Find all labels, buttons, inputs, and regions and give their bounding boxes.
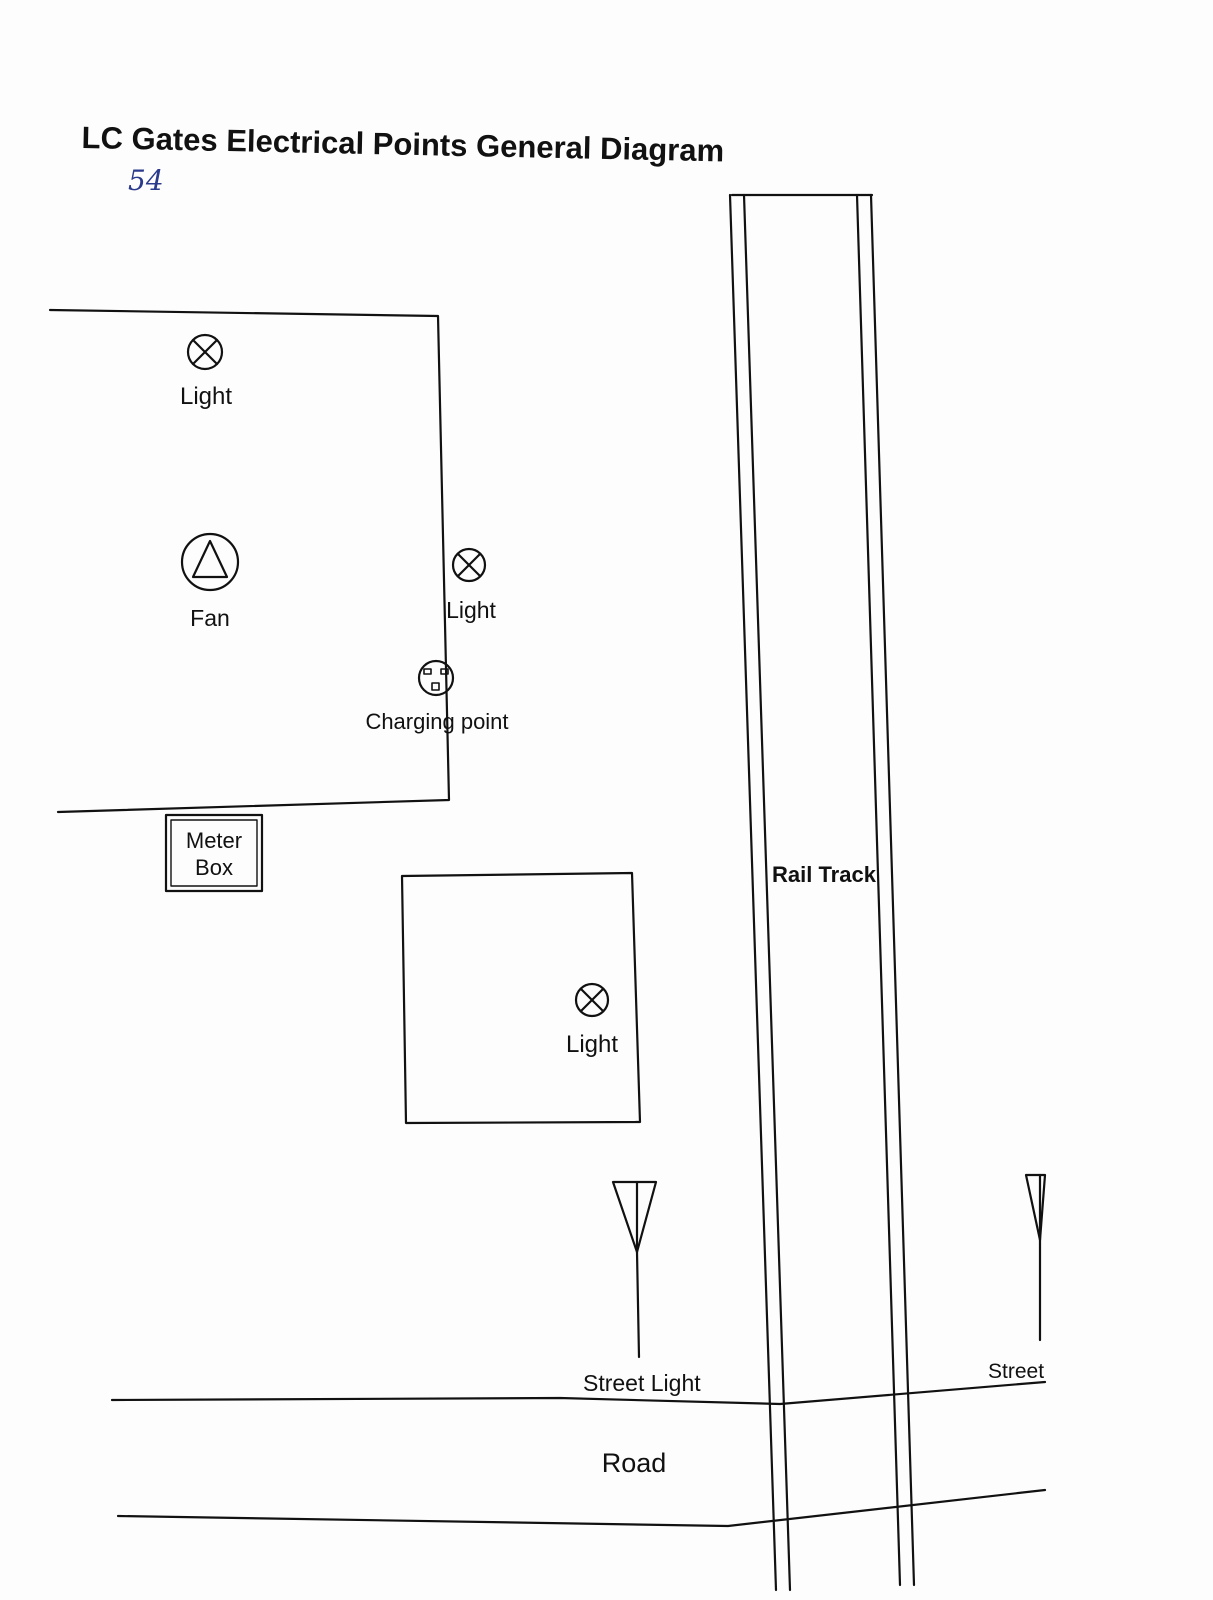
fan-label: Fan — [190, 605, 230, 631]
light-label-wall: Light — [446, 597, 496, 623]
small-room — [400, 871, 642, 1125]
charging-point-label: Charging point — [365, 709, 508, 734]
street-light-label-2: Street — [988, 1360, 1044, 1383]
meter-box-label-line1: Meter — [186, 828, 242, 853]
fan-icon — [180, 532, 240, 592]
light-label-room1: Light — [180, 383, 232, 410]
street-light-label-1: Street Light — [583, 1370, 701, 1396]
light-icon-room1 — [186, 333, 224, 371]
street-light-icon-2 — [1024, 1173, 1047, 1342]
light-label-room2: Light — [566, 1031, 618, 1058]
meter-box — [164, 813, 264, 893]
light-icon-room2 — [574, 982, 610, 1018]
meter-box-label-line2: Box — [195, 855, 233, 880]
rail-track-label: Rail Track — [772, 862, 877, 887]
road-label: Road — [602, 1448, 667, 1478]
road — [110, 1380, 1047, 1528]
main-building — [48, 308, 451, 814]
light-icon-wall — [451, 547, 487, 583]
charging-point-icon — [417, 659, 455, 697]
street-light-icon-1 — [611, 1180, 658, 1359]
rail-track — [728, 193, 916, 1592]
handwritten-note: 54 — [128, 164, 164, 197]
